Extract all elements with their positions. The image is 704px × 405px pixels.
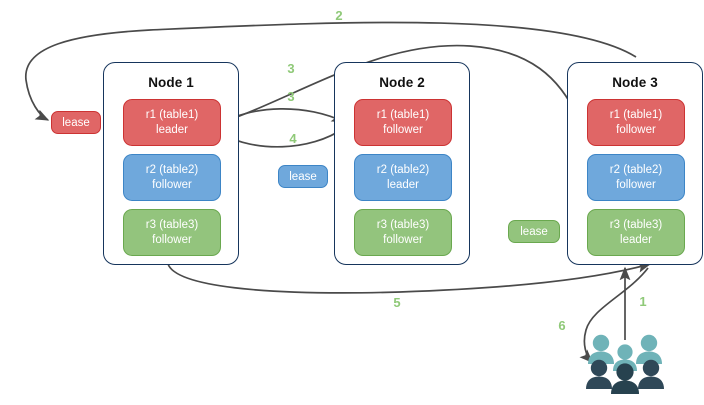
lease-badge-table1-label: lease: [62, 116, 90, 129]
node-2-replica-r2-role: leader: [387, 178, 419, 191]
node-3-replica-r2-name: r2 (table2): [609, 164, 663, 176]
node-1-replica-r3[interactable]: r3 (table3) follower: [123, 209, 221, 256]
step-label-3a: 3: [287, 61, 295, 76]
step-label-6: 6: [558, 318, 566, 333]
node-1-replica-r2[interactable]: r2 (table2) follower: [123, 154, 221, 201]
node-3-replica-r2-role: follower: [616, 178, 656, 191]
users-icon: [586, 334, 664, 394]
step-label-5: 5: [393, 295, 401, 310]
node-3-title: Node 3: [612, 75, 658, 90]
node-3-replica-r2[interactable]: r2 (table2) follower: [587, 154, 685, 201]
node-3-replica-r1-role: follower: [616, 123, 656, 136]
node-2-replica-r1[interactable]: r1 (table1) follower: [354, 99, 452, 146]
node-3-replica-r1-name: r1 (table1): [609, 109, 663, 121]
step-label-4: 4: [289, 131, 297, 146]
node-1-replica-r2-name: r2 (table2): [145, 164, 199, 176]
node-1-replica-r1-role: leader: [156, 123, 188, 136]
node-2-replica-r2-name: r2 (table2): [376, 164, 430, 176]
node-1-replica-r2-role: follower: [152, 178, 192, 191]
lease-badge-table2-label: lease: [289, 170, 317, 183]
lease-badge-table1[interactable]: lease: [51, 111, 101, 134]
lease-badge-table3-label: lease: [520, 225, 548, 238]
node-2-replica-r3[interactable]: r3 (table3) follower: [354, 209, 452, 256]
node-2-box[interactable]: Node 2 r1 (table1) follower r2 (table2) …: [334, 62, 470, 265]
lease-badge-table2[interactable]: lease: [278, 165, 328, 188]
step-label-3b: 3: [287, 89, 295, 104]
node-3-replica-r3-name: r3 (table3): [609, 219, 663, 231]
node-2-replica-r3-name: r3 (table3): [376, 219, 430, 231]
node-3-replica-r3[interactable]: r3 (table3) leader: [587, 209, 685, 256]
node-3-box[interactable]: Node 3 r1 (table1) follower r2 (table2) …: [567, 62, 703, 265]
node-3-replica-r3-role: leader: [620, 233, 652, 246]
node-2-title: Node 2: [379, 75, 425, 90]
node-2-replica-r1-role: follower: [383, 123, 423, 136]
node-2-replica-r2[interactable]: r2 (table2) leader: [354, 154, 452, 201]
node-1-title: Node 1: [148, 75, 194, 90]
node-2-replica-r3-role: follower: [383, 233, 423, 246]
node-1-replica-r1-name: r1 (table1): [145, 109, 199, 121]
step-label-1: 1: [639, 294, 647, 309]
node-2-replica-r1-name: r1 (table1): [376, 109, 430, 121]
node-1-replica-r1[interactable]: r1 (table1) leader: [123, 99, 221, 146]
lease-badge-table3[interactable]: lease: [508, 220, 560, 243]
step-label-2: 2: [335, 8, 343, 23]
node-1-replica-r3-role: follower: [152, 233, 192, 246]
arrow-step-5: [167, 262, 652, 294]
node-1-replica-r3-name: r3 (table3): [145, 219, 199, 231]
node-3-replica-r1[interactable]: r1 (table1) follower: [587, 99, 685, 146]
node-1-box[interactable]: Node 1 r1 (table1) leader r2 (table2) fo…: [103, 62, 239, 265]
